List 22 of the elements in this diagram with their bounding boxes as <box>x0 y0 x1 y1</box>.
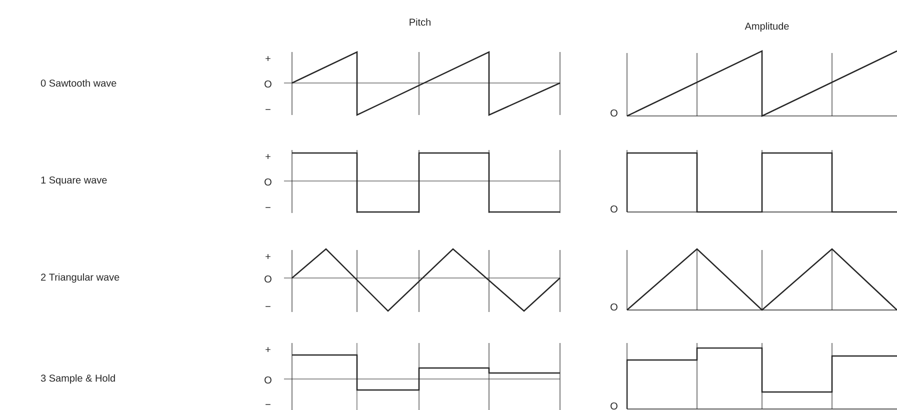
axis-label: − <box>266 306 270 307</box>
axis-label: O <box>610 402 618 410</box>
axis-label: O <box>610 303 618 311</box>
column-heading: Amplitude <box>744 22 789 32</box>
axis-label: O <box>610 205 618 213</box>
axis-label: − <box>266 109 270 110</box>
axis-label: O <box>610 109 618 117</box>
axis-label: + <box>266 56 270 61</box>
axis-label: O <box>264 178 272 186</box>
axis-label: + <box>266 254 270 259</box>
row-label: 1 Square wave <box>41 176 107 186</box>
axis-label: O <box>264 376 272 384</box>
axis-label: − <box>266 404 270 405</box>
axis-label: − <box>266 207 270 208</box>
axis-label: O <box>264 80 272 88</box>
column-heading: Pitch <box>410 18 430 26</box>
axis-label: + <box>266 347 270 352</box>
axis-label: + <box>266 154 270 159</box>
axis-label: O <box>264 275 272 283</box>
row-label: 2 Triangular wave <box>41 273 120 283</box>
row-label: 3 Sample & Hold <box>40 374 115 384</box>
row-label: 0 Sawtooth wave <box>40 79 116 87</box>
